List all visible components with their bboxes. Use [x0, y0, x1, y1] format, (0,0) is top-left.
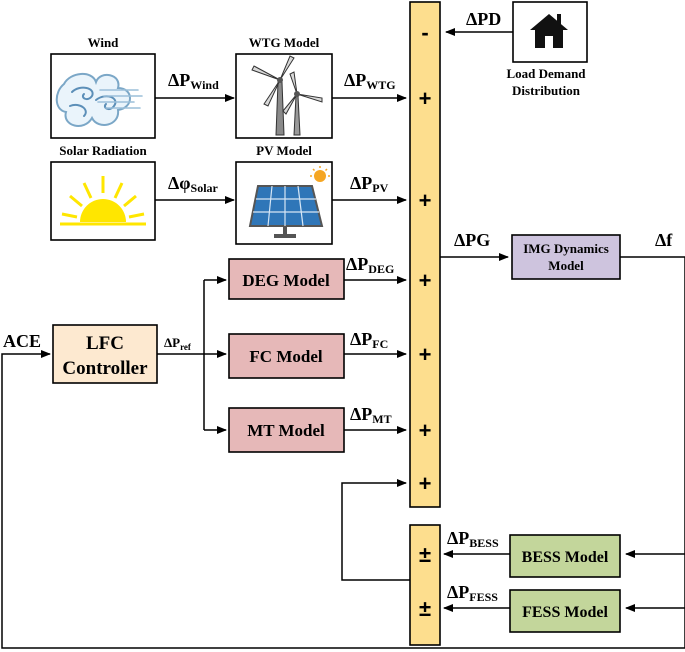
deg-model-label: DEG Model: [242, 271, 330, 290]
fess-model-label: FESS Model: [522, 604, 608, 621]
signal-p-bess: ΔPBESS: [447, 528, 499, 550]
img-dynamics-label-2: Model: [548, 258, 584, 273]
signal-df: Δf: [655, 230, 673, 250]
signal-ace: ACE: [3, 331, 41, 351]
storage-summing-bar: [409, 524, 441, 646]
sum-sign-pv: +: [419, 188, 432, 213]
lfc-controller-block: [52, 324, 158, 384]
img-dynamics-block: [511, 234, 621, 280]
house-icon: [530, 14, 568, 48]
fc-model-block: [228, 333, 345, 379]
sum-sign-bess: ±: [419, 542, 431, 567]
sun-icon: [60, 176, 146, 226]
sum-sign-storage: +: [419, 471, 432, 496]
signal-phi-solar: ΔφSolar: [168, 173, 219, 195]
mt-model-label: MT Model: [247, 421, 325, 440]
sum-sign-fess: ±: [419, 596, 431, 621]
signal-p-wind: ΔPWind: [168, 70, 219, 92]
bess-model-block: [509, 534, 621, 578]
sum-sign-load: -: [421, 20, 428, 45]
signal-p-ref: ΔPref: [164, 335, 192, 352]
wind-label: Wind: [88, 35, 120, 50]
signal-p-mt: ΔPMT: [350, 404, 392, 426]
sum-sign-wtg: +: [419, 86, 432, 111]
signal-p-fc: ΔPFC: [350, 329, 388, 351]
signal-pd: ΔPD: [466, 9, 501, 29]
signal-p-fess: ΔPFESS: [447, 582, 498, 604]
fess-model-block: [509, 589, 621, 633]
pv-label: PV Model: [256, 143, 312, 158]
load-demand-label-2: Distribution: [512, 83, 581, 98]
signal-p-pv: ΔPPV: [350, 173, 389, 195]
signal-p-deg: ΔPDEG: [346, 254, 394, 276]
sum-sign-mt: +: [419, 418, 432, 443]
bess-model-label: BESS Model: [522, 549, 609, 566]
wtg-label: WTG Model: [249, 35, 320, 50]
img-dynamics-label-1: IMG Dynamics: [523, 241, 609, 256]
lfc-controller-label-1: LFC: [86, 333, 124, 354]
signal-pg: ΔPG: [454, 230, 490, 250]
signal-p-wtg: ΔPWTG: [344, 70, 396, 92]
deg-model-block: [228, 258, 345, 300]
wind-icon: [55, 73, 143, 127]
solar-label: Solar Radiation: [59, 143, 147, 158]
sum-sign-deg: +: [419, 268, 432, 293]
lfc-controller-label-2: Controller: [62, 358, 148, 379]
load-demand-label-1: Load Demand: [506, 66, 586, 81]
sum-sign-fc: +: [419, 342, 432, 367]
mt-model-block: [228, 407, 345, 453]
wind-turbine-icon: [251, 55, 323, 136]
fc-model-label: FC Model: [249, 347, 322, 366]
solar-panel-icon: [248, 166, 330, 238]
main-summing-bar: [409, 1, 441, 508]
signal-wires: [1, 28, 685, 649]
